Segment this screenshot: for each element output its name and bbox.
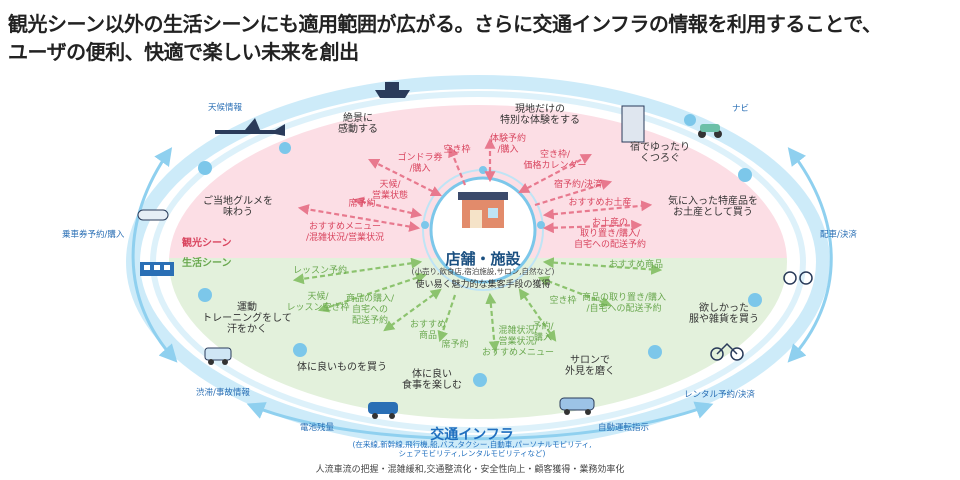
center-caption: 使い易く魅力的な集客手段の獲得: [415, 280, 551, 290]
center-title: 店舗・施設: [445, 250, 521, 268]
pink-label-weather: 天候/ 営業状態: [371, 180, 409, 201]
infra-label-weather: 天候情報: [208, 103, 243, 113]
pin-icon: [293, 343, 307, 357]
pink-label-experience-book: 体験予約 /購入: [489, 134, 527, 155]
airplane-icon: [215, 118, 285, 136]
infra-arrow-bottom: [246, 401, 714, 441]
pink-label-recommend-menu: おすすめメニュー /混雑状況/営業状況: [305, 222, 385, 243]
scene-relax: 宿でゆったり くつろぐ: [630, 142, 690, 164]
infra-label-ticket: 乗車券予約/購入: [62, 230, 125, 240]
infra-arrow-left: [131, 147, 178, 363]
pink-label-gondola: ゴンドラ券 /購入: [397, 153, 443, 174]
location-pins: [198, 114, 762, 387]
green-arrow-1: [292, 257, 423, 285]
hub-node-right: [537, 221, 545, 229]
pink-arrow-7: [297, 204, 421, 232]
hub-node-left: [421, 221, 429, 229]
hotel-building-icon: [621, 105, 645, 143]
pink-label-recommend-souvenir: おすすめお土産: [568, 198, 632, 208]
footer-benefits: 人流車流の把握・混雑緩和,交通整流化・安全性向上・顧客獲得・業務効率化: [315, 465, 625, 475]
infra-title: 交通インフラ: [430, 427, 514, 443]
pink-label-inn-book: 宿予約/決済: [553, 180, 603, 190]
infra-subtitle-line1: (在来線,新幹線,飛行機,船,バス,タクシー,自動車,パーソナルモビリティ,: [352, 440, 592, 449]
store-icon: [458, 192, 508, 228]
scene-salon: サロンで 外見を磨く: [565, 355, 615, 377]
pin-icon: [279, 142, 291, 154]
scene-experience: 現地だけの 特別な体験をする: [500, 104, 580, 126]
pink-arrow-1: [368, 159, 442, 196]
green-arrow-2: [317, 272, 428, 313]
green-label-book-pay: 予約/ 購入: [532, 322, 554, 343]
green-label-lesson: レッスン予約: [292, 266, 348, 276]
green-arrow-5: [485, 292, 500, 353]
pink-label-souvenir-delivery: お土産の 取り置き/購入/ 自宅への配送予約: [573, 218, 647, 250]
bicycle-icon: [710, 342, 744, 361]
center-hub: [429, 176, 537, 284]
pink-arrow-8: [542, 200, 653, 220]
shinkansen-icon: [137, 209, 169, 221]
infra-label-traffic: 渋滞/事故情報: [196, 388, 250, 398]
pink-label-calendar: 空き枠/ 価格カレンダー: [523, 150, 587, 171]
infra-label-battery: 電池残量: [300, 423, 335, 433]
green-label-vacancy: 空き枠: [549, 296, 577, 306]
pin-icon: [684, 114, 696, 126]
infra-label-rental: レンタル予約/決済: [684, 390, 755, 400]
pin-icon: [473, 373, 487, 387]
center-subtitle: (小売り,飲食店,宿泊施設,サロン,自然など): [411, 267, 555, 276]
scene-gourmet: ご当地グルメを 味わう: [203, 196, 273, 218]
pin-icon: [198, 161, 212, 175]
green-arrow-3: [383, 288, 442, 332]
ship-icon: [375, 82, 410, 98]
page-title-line1: 観光シーン以外の生活シーンにも適用範囲が広がる。さらに交通インフラの情報を利用す…: [8, 12, 882, 36]
scene-clothes: 欲しかった 服や雑貨を買う: [689, 303, 759, 325]
green-label-seat-book: 席予約: [441, 340, 469, 350]
infra-subtitle: (在来線,新幹線,飛行機,船,バス,タクシー,自動車,パーソナルモビリティ, シ…: [352, 440, 591, 458]
green-label-recommend-product: おすすめ 商品: [409, 320, 447, 341]
infra-label-auto-drive: 自動運転指示: [598, 423, 650, 433]
ev-car-icon: [368, 402, 398, 419]
infra-label-dispatch: 配車/決済: [820, 230, 857, 240]
pin-icon: [738, 168, 752, 182]
pink-arrow-4: [518, 153, 592, 194]
pin-icon: [198, 288, 212, 302]
scene-souvenir: 気に入った特産品を お土産として買う: [668, 196, 758, 218]
scene-training: 運動 トレーニングをして 汗をかく: [202, 302, 292, 335]
green-arrow-7: [537, 276, 613, 307]
green-arrow-6: [518, 288, 557, 342]
green-arrow-8: [542, 257, 663, 275]
pink-arrow-2: [448, 145, 467, 186]
taxi-icon: [204, 347, 232, 365]
green-label-lesson-vacancy: 天候/ レッスン空き枠: [286, 292, 350, 313]
scene-healthy-meal: 体に良い 食事を楽しむ: [402, 369, 462, 391]
wheelchair-icon: [783, 271, 813, 285]
scene-healthy-shopping: 体に良いものを買う: [297, 362, 387, 373]
green-label-product-delivery: 商品の購入/ 自宅への 配送予約: [345, 294, 395, 326]
green-label-congestion: 混雑状況/ 営業状況/ おすすめメニュー: [481, 326, 555, 358]
pin-icon: [648, 345, 662, 359]
car-icon: [559, 397, 595, 415]
pink-arrow-5: [534, 179, 613, 207]
pink-label-seat-book: 席予約: [348, 199, 376, 209]
pin-icon: [748, 293, 762, 307]
pink-label-vacancy: 空き枠: [443, 145, 471, 155]
page-title-line2: ユーザの便利、快適で楽しい未来を創出: [8, 40, 359, 64]
infra-arrow-right: [787, 147, 833, 363]
infra-subtitle-line2: シェアモビリティ,レンタルモビリティなど): [398, 449, 546, 458]
scene-sweets: 絶景に 感動する: [338, 113, 378, 135]
tourism-zone-label: 観光シーン: [182, 238, 232, 249]
life-zone-label: 生活シーン: [182, 258, 232, 269]
green-label-recommend-goods: おすすめ商品: [608, 260, 664, 270]
infra-label-navi: ナビ: [732, 104, 750, 114]
scooter-icon: [698, 124, 722, 138]
green-label-goods-delivery: 商品の取り置き/購入 /自宅への配送予約: [581, 293, 667, 314]
hub-node-top: [479, 166, 487, 174]
train-icon: [140, 262, 174, 276]
